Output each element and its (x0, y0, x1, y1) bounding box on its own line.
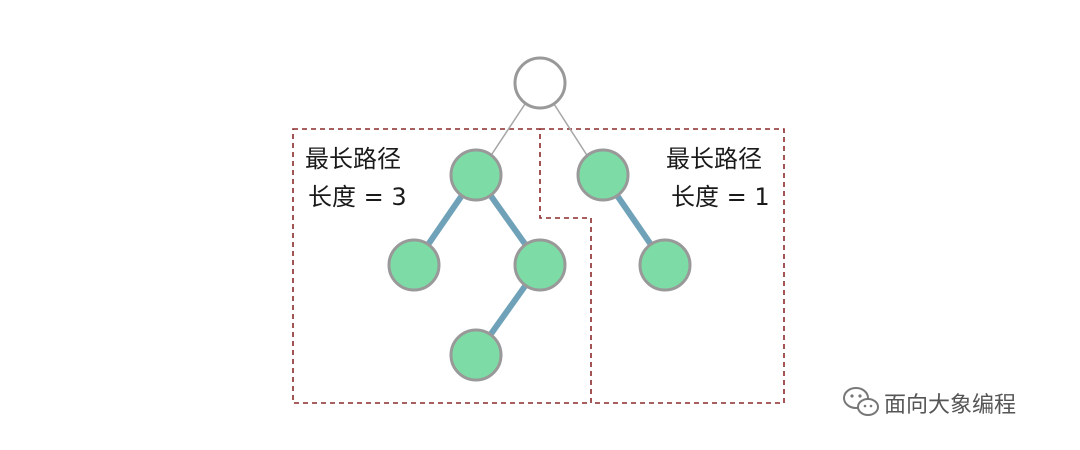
watermark-text: 面向大象编程 (884, 393, 1016, 418)
right-child-node (576, 148, 630, 202)
left-box-length: 长度 = 3 (308, 183, 407, 211)
wechat-icon (843, 387, 879, 416)
edge-root-right (553, 103, 591, 161)
right-leaf-node (638, 238, 692, 292)
right-subtree-box (540, 128, 785, 404)
right-box-title: 最长路径 (666, 145, 762, 173)
left-left-leaf-node (387, 238, 441, 292)
left-child-node (449, 148, 503, 202)
left-box-title: 最长路径 (305, 145, 401, 173)
bottom-leaf-node (449, 328, 503, 382)
root-node (513, 56, 567, 110)
edge-root-left (487, 103, 526, 161)
left-right-node (513, 238, 567, 292)
right-box-length: 长度 = 1 (671, 183, 770, 211)
